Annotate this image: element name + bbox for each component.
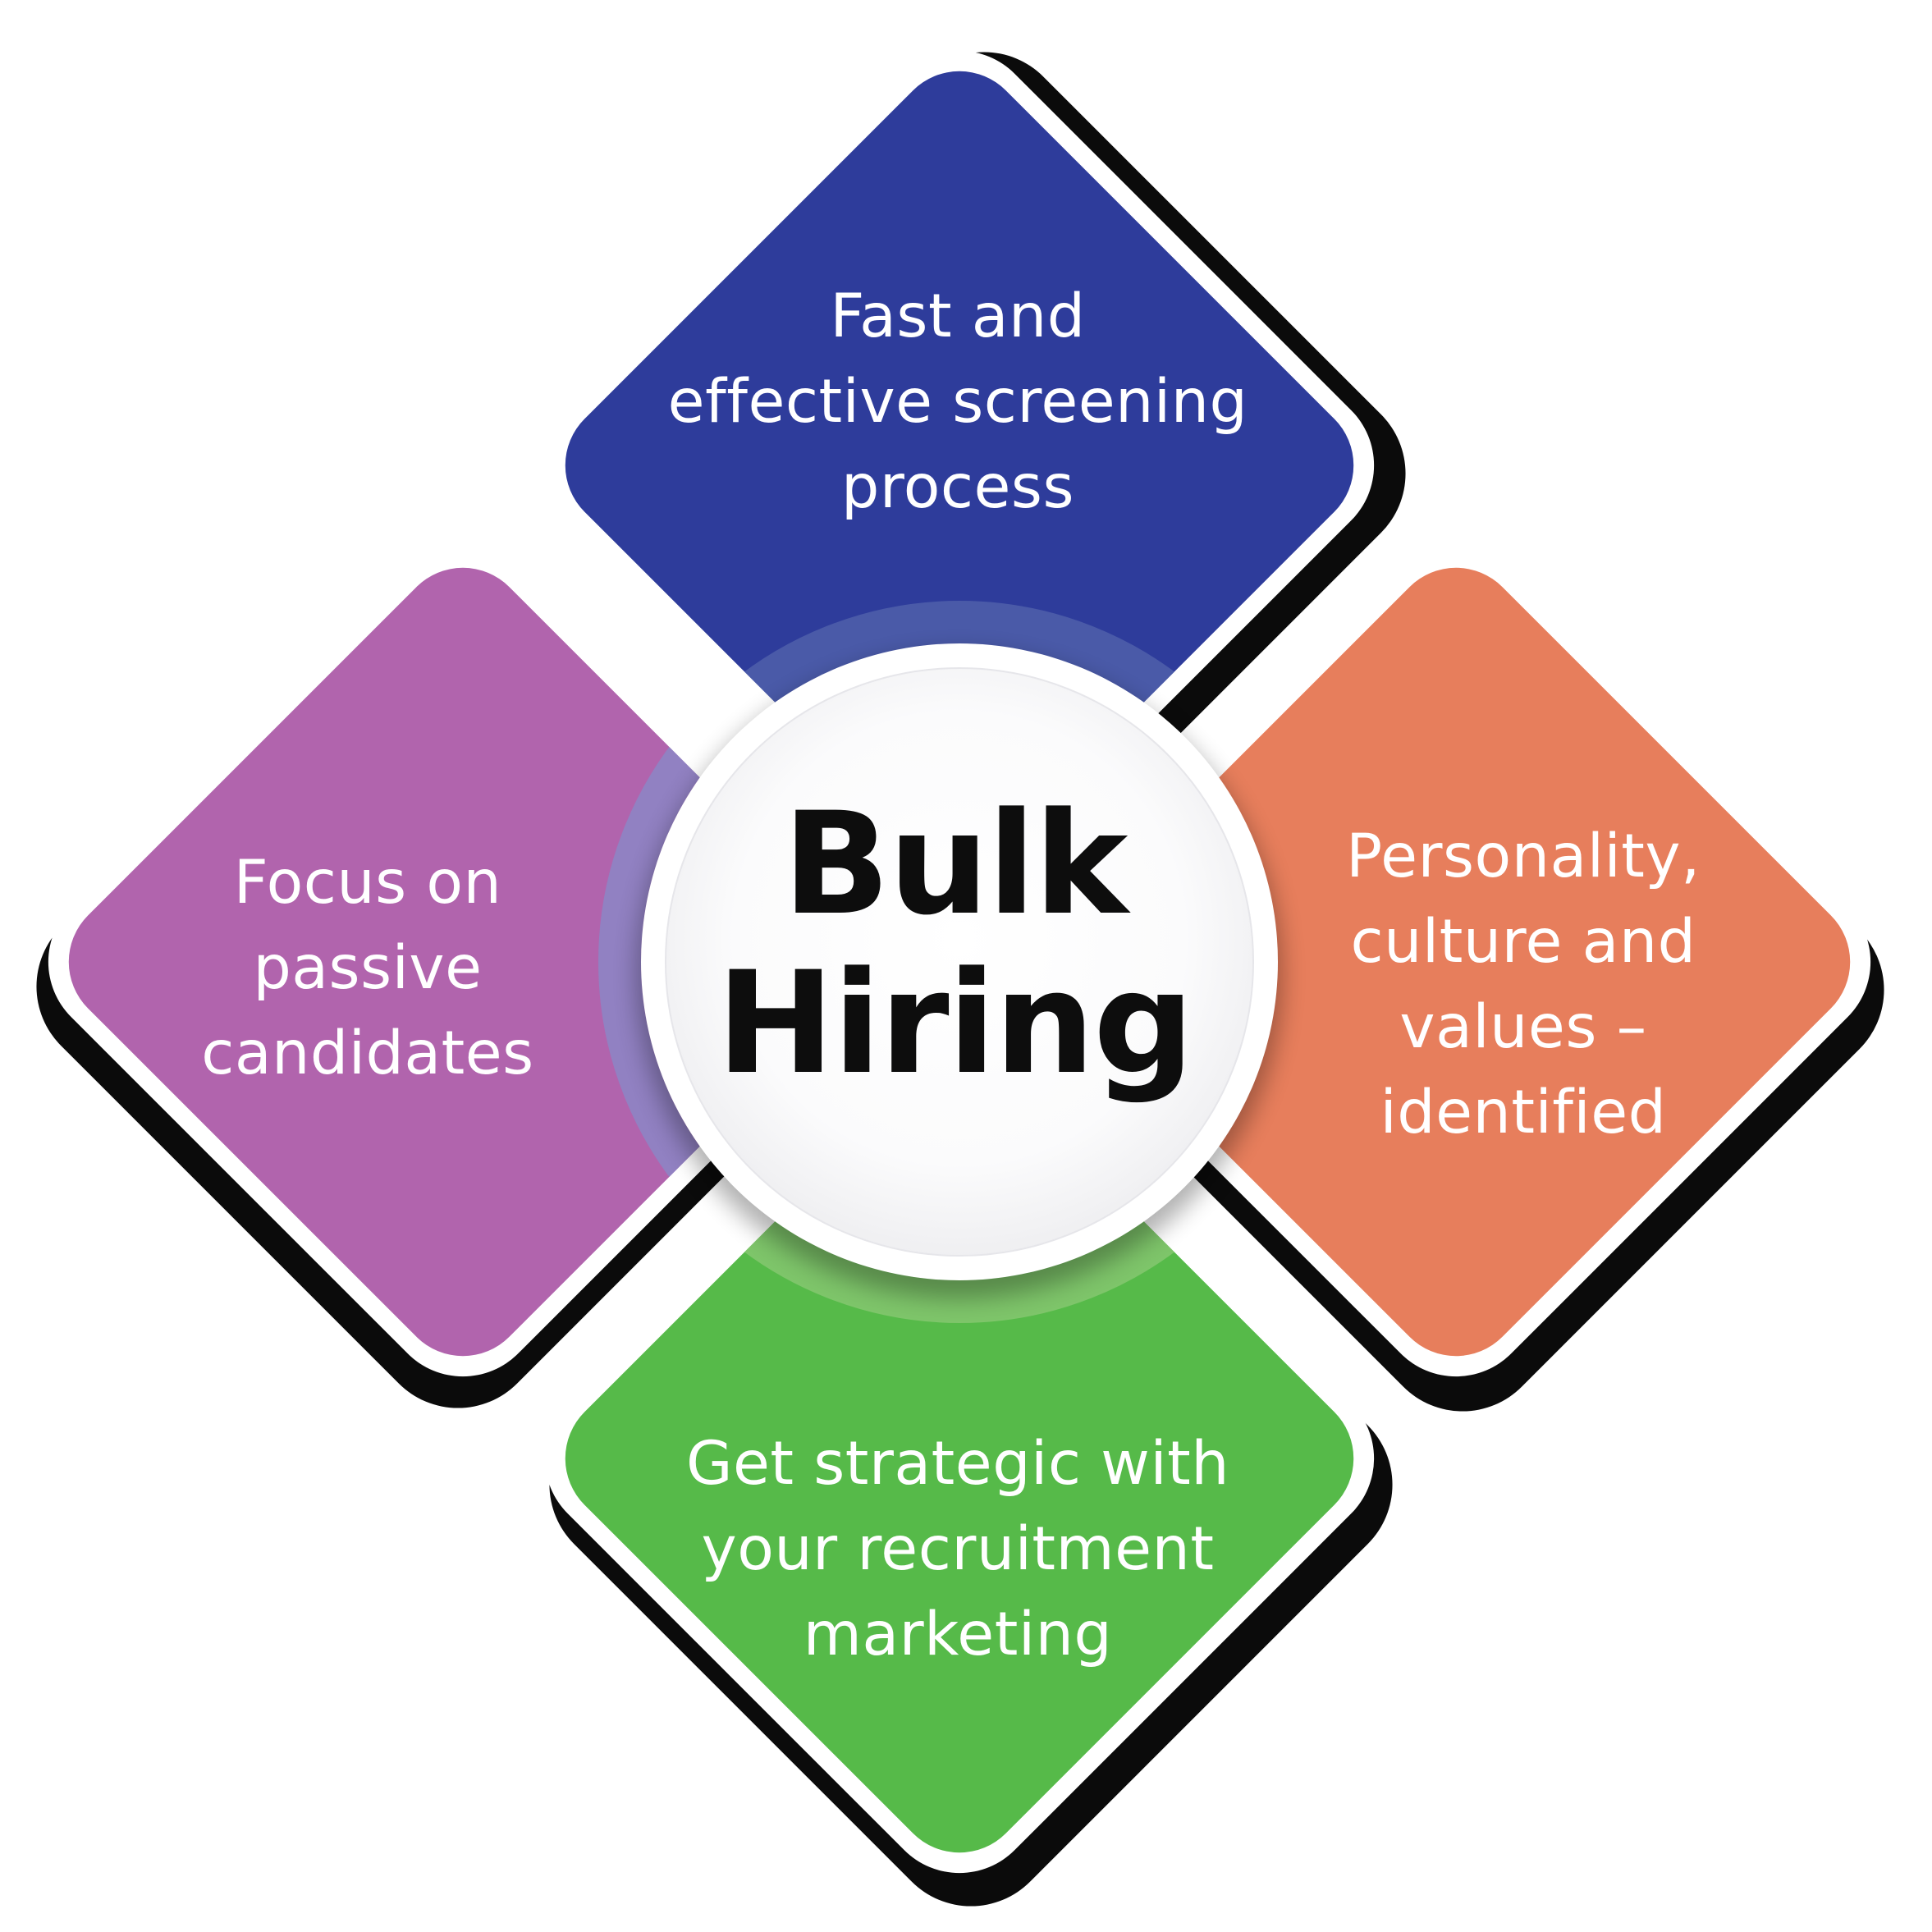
diagram-title-line-2: Hiring xyxy=(716,941,1194,1106)
card-left-line-3: candidates xyxy=(201,1019,534,1088)
ring-arc-bottom xyxy=(598,1037,1321,1323)
card-right-text: Personality, culture and values – identi… xyxy=(1346,814,1701,1156)
card-left-text: Focus on passive candidates xyxy=(201,840,533,1096)
card-top-text: Fast and effective screening process xyxy=(668,274,1248,530)
card-top-diamond xyxy=(544,50,1406,895)
card-right-line-4: identified xyxy=(1380,1078,1667,1147)
card-top-line-1: Fast and xyxy=(830,282,1086,351)
card-bottom-diamond xyxy=(544,1037,1393,1907)
card-right-diamond xyxy=(1041,547,1884,1412)
card-left-line-1: Focus on xyxy=(233,848,502,918)
card-bottom-line-2: your recruitment xyxy=(701,1514,1215,1584)
card-right-line-3: values – xyxy=(1399,992,1647,1062)
diagram-title: Bulk Hiring xyxy=(716,781,1194,1106)
card-bottom-line-3: marketing xyxy=(803,1600,1113,1669)
card-top-line-3: process xyxy=(840,452,1075,522)
card-bottom-line-1: Get strategic with xyxy=(685,1429,1230,1499)
card-bottom-text: Get strategic with your recruitment mark… xyxy=(686,1422,1229,1678)
card-top-line-2: effective screening xyxy=(667,367,1248,437)
diagram-title-line-1: Bulk xyxy=(782,781,1129,946)
card-right-face xyxy=(1061,567,1851,1357)
card-right-line-1: Personality, xyxy=(1346,822,1701,891)
center-circle-inner xyxy=(665,667,1254,1257)
center-circle xyxy=(636,643,1283,1298)
card-right-line-2: culture and xyxy=(1350,907,1696,977)
card-left-diamond xyxy=(36,547,885,1408)
card-left-line-2: passive xyxy=(253,933,483,1003)
ring-arc-top xyxy=(598,601,1321,887)
ring-arc-left xyxy=(598,601,885,1323)
